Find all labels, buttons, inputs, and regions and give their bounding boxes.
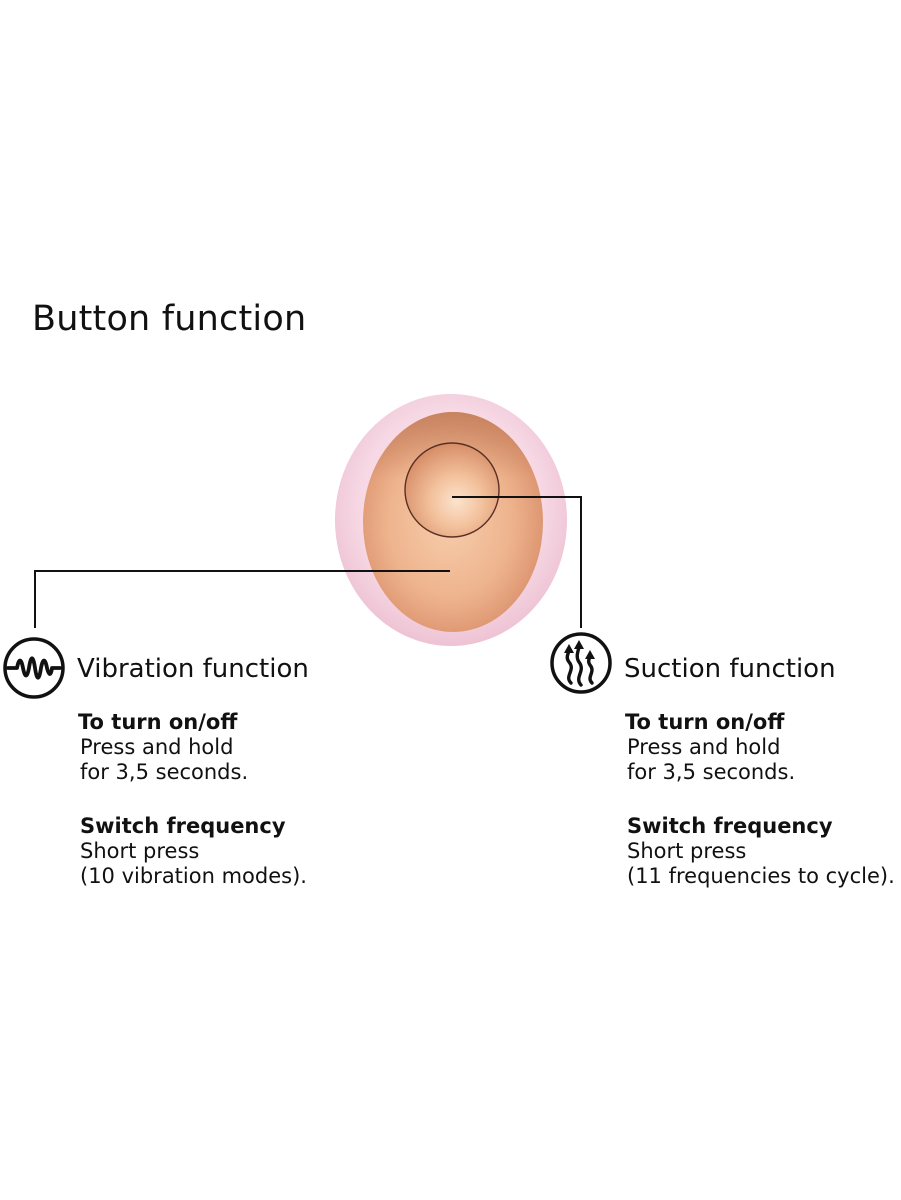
vibration-on-off-line2: for 3,5 seconds. — [80, 760, 249, 784]
vibration-leader-line — [34, 570, 450, 628]
page-title: Button function — [32, 299, 307, 339]
vibration-switch-heading: Switch frequency — [80, 814, 286, 838]
vibration-function-title: Vibration function — [77, 654, 309, 684]
vibration-switch-line2: (10 vibration modes). — [80, 864, 307, 888]
vibration-on-off-heading: To turn on/off — [78, 710, 238, 734]
suction-leader-line — [452, 496, 582, 628]
suction-instructions: To turn on/off Press and hold for 3,5 se… — [625, 710, 895, 889]
suction-switch-heading: Switch frequency — [627, 814, 833, 838]
suction-on-off-heading: To turn on/off — [625, 710, 785, 734]
suction-button — [404, 442, 500, 538]
vibration-switch-line1: Short press — [80, 839, 200, 863]
sine-wave-icon — [3, 637, 65, 699]
suction-arrows-icon — [550, 632, 612, 694]
suction-on-off-line2: for 3,5 seconds. — [627, 760, 796, 784]
suction-function-title: Suction function — [624, 654, 836, 684]
vibration-on-off-line1: Press and hold — [80, 735, 234, 759]
suction-switch-line1: Short press — [627, 839, 747, 863]
suction-switch-line2: (11 frequencies to cycle). — [627, 864, 895, 888]
vibration-instructions: To turn on/off Press and hold for 3,5 se… — [78, 710, 307, 889]
suction-on-off-line1: Press and hold — [627, 735, 781, 759]
